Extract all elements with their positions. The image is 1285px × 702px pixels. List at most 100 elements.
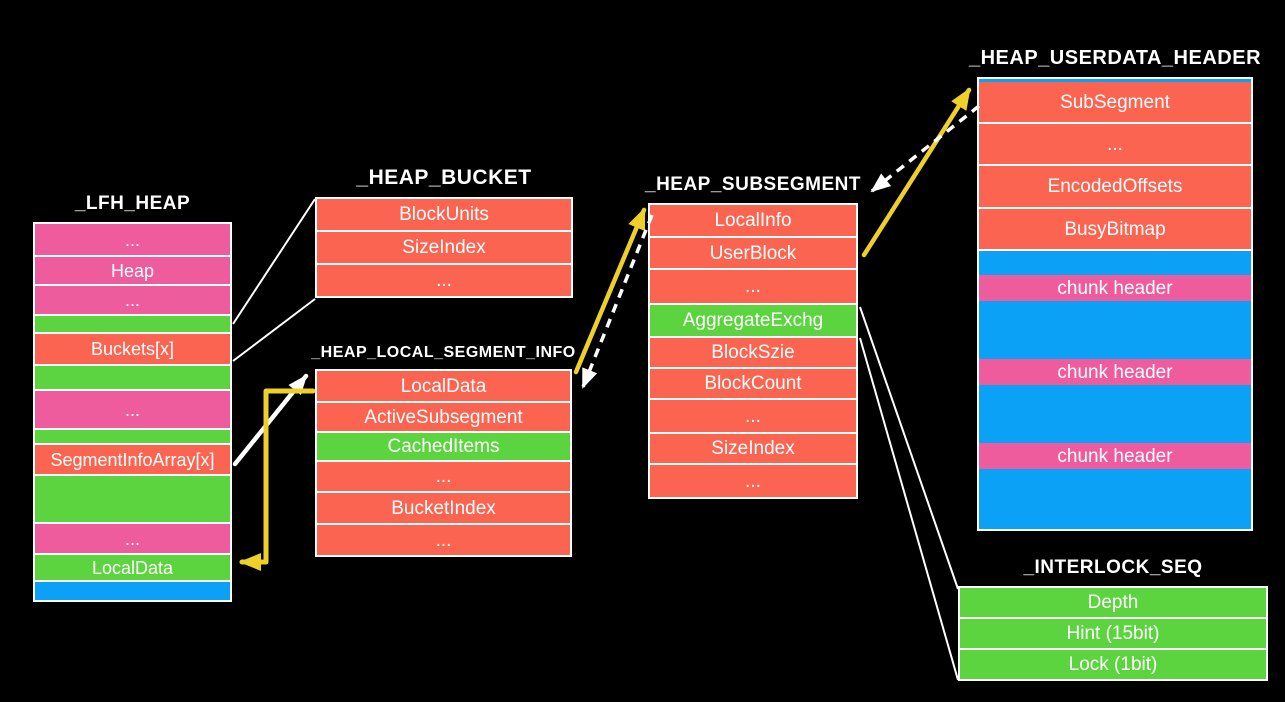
struct-row-label: ... xyxy=(124,290,140,310)
struct-row-label: chunk header xyxy=(1057,277,1173,299)
struct-row: ... xyxy=(317,462,570,491)
struct-row: LocalData xyxy=(317,371,570,401)
struct-heap-userdata-header: _HEAP_USERDATA_HEADER SubSegment... Encod… xyxy=(969,47,1261,531)
struct-row xyxy=(979,469,1251,529)
struct-table-lfh-heap: ... Heap... Buckets[x]... SegmentInfoArray[… xyxy=(33,222,232,602)
struct-row: Heap xyxy=(35,257,230,284)
arrow-userblock-to-heap-userdata-header xyxy=(861,87,972,258)
struct-row xyxy=(35,316,230,332)
struct-title-interlock-seq: _INTERLOCK_SEQ xyxy=(1023,557,1203,578)
struct-row-label: ... xyxy=(435,529,452,551)
arrow-activesubsegment-to-heap-subsegment xyxy=(573,207,647,375)
struct-row-label: SizeIndex xyxy=(711,438,795,459)
struct-lfh-heap: _LFH_HEAP ... Heap... Buckets[x]... Segment… xyxy=(33,193,232,602)
struct-row: LocalData xyxy=(35,555,230,580)
struct-row: ... xyxy=(35,224,230,255)
struct-row: Depth xyxy=(960,588,1266,617)
struct-row: SubSegment xyxy=(979,82,1251,122)
struct-title-lfh-heap: _LFH_HEAP xyxy=(74,193,191,214)
struct-row-label: EncodedOffsets xyxy=(1047,176,1183,197)
struct-row xyxy=(35,430,230,443)
struct-row: ... xyxy=(650,400,856,432)
struct-row-label: ... xyxy=(124,528,140,549)
struct-row-label: Hint (15bit) xyxy=(1066,623,1160,644)
struct-row-label: LocalData xyxy=(91,557,174,578)
struct-row xyxy=(35,366,230,389)
struct-row-label: Depth xyxy=(1087,592,1139,613)
struct-row: BucketIndex xyxy=(317,493,570,523)
struct-row: UserBlock xyxy=(650,238,856,268)
struct-row-label: Heap xyxy=(110,260,155,281)
struct-row: CachedItems xyxy=(317,433,570,460)
arrow-userdata-subsegment-to-heap-subsegment xyxy=(870,104,981,193)
struct-row: BlockSzie xyxy=(650,338,856,367)
struct-row-label: BlockSzie xyxy=(711,342,795,363)
arrow-segmentinfoarray-to-local-segment-info xyxy=(232,373,309,467)
link-bucketsx-to-heap-bucket-top xyxy=(232,198,316,325)
struct-row-label: BlockCount xyxy=(704,373,802,394)
struct-row-label: BucketIndex xyxy=(391,497,496,519)
struct-row: ... xyxy=(650,270,856,303)
struct-row-label: ... xyxy=(1107,133,1123,155)
struct-row xyxy=(979,301,1251,359)
struct-row-label: AggregateExchg xyxy=(682,310,824,331)
struct-row: Hint (15bit) xyxy=(960,619,1266,648)
arrow-subsegment-localinfo-to-lsi-localdata xyxy=(581,214,654,389)
link-aggregateexchg-to-interlock-seq-bottom xyxy=(859,337,959,681)
struct-row-label: chunk header xyxy=(1057,361,1173,383)
struct-row-label: Buckets[x] xyxy=(90,339,175,359)
link-bucketsx-to-heap-bucket-bottom xyxy=(232,298,316,362)
struct-row-label: ... xyxy=(745,405,761,427)
struct-row: LocalInfo xyxy=(650,205,856,236)
struct-row: ... xyxy=(35,524,230,553)
struct-row: AggregateExchg xyxy=(650,305,856,336)
struct-row-label: LocalData xyxy=(400,375,487,397)
struct-row: chunk header xyxy=(979,443,1251,469)
struct-row-label: ... xyxy=(436,270,452,291)
struct-title-heap-local-segment-info: _HEAP_LOCAL_SEGMENT_INFO xyxy=(311,344,576,361)
struct-row xyxy=(979,385,1251,443)
struct-row-label: ... xyxy=(745,276,761,297)
struct-row-label: CachedItems xyxy=(387,436,500,457)
struct-row-label: SubSegment xyxy=(1060,91,1170,113)
struct-row-label: ... xyxy=(435,466,452,487)
struct-row: ... xyxy=(35,391,230,428)
struct-row-label: BlockUnits xyxy=(399,204,489,225)
struct-row-label: UserBlock xyxy=(709,242,797,264)
struct-row: chunk header xyxy=(979,359,1251,385)
struct-row-label: LocalInfo xyxy=(714,210,792,231)
struct-row: ... xyxy=(317,525,570,555)
struct-row: BusyBitmap xyxy=(979,209,1251,249)
struct-row: Buckets[x] xyxy=(35,334,230,364)
struct-row: chunk header xyxy=(979,275,1251,301)
struct-row: ... xyxy=(650,465,856,497)
struct-row-label: SegmentInfoArray[x] xyxy=(50,449,215,470)
struct-row: EncodedOffsets xyxy=(979,166,1251,207)
struct-row xyxy=(979,251,1251,275)
struct-row xyxy=(35,582,230,600)
struct-row-label: ... xyxy=(124,399,140,420)
struct-row-label: BusyBitmap xyxy=(1064,218,1166,240)
struct-title-heap-subsegment: _HEAP_SUBSEGMENT xyxy=(645,174,861,195)
link-aggregateexchg-to-interlock-seq-top xyxy=(859,306,959,590)
struct-row-label: Lock (1bit) xyxy=(1068,654,1158,675)
struct-row: BlockUnits xyxy=(317,199,571,230)
struct-row: SegmentInfoArray[x] xyxy=(35,445,230,474)
struct-row: ... xyxy=(979,124,1251,164)
struct-row: ... xyxy=(317,265,571,296)
struct-row: ActiveSubsegment xyxy=(317,403,570,431)
struct-row: SizeIndex xyxy=(317,232,571,263)
struct-title-heap-bucket: _HEAP_BUCKET xyxy=(356,166,532,189)
struct-row: Lock (1bit) xyxy=(960,650,1266,679)
struct-title-heap-userdata-header: _HEAP_USERDATA_HEADER xyxy=(968,47,1262,69)
struct-row: BlockCount xyxy=(650,369,856,398)
arrow-lsi-localdata-to-lfh-localdata xyxy=(239,388,316,571)
